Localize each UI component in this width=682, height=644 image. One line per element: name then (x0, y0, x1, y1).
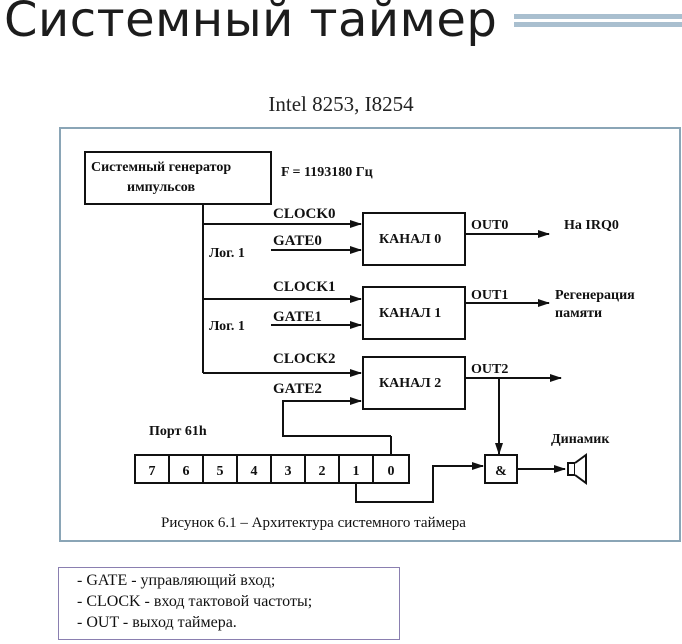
out2-label: OUT2 (471, 362, 508, 377)
memory-label: памяти (555, 306, 602, 321)
channel2-box (362, 356, 466, 410)
out0-label: OUT0 (471, 218, 508, 233)
legend-box: - GATE - управляющий вход; - CLOCK - вхо… (58, 567, 400, 640)
port-label: Порт 61h (149, 424, 207, 439)
decorative-bar (514, 22, 682, 27)
clock0-label: CLOCK0 (273, 206, 336, 222)
bit-1: 1 (353, 464, 360, 479)
page-title: Системный таймер (4, 0, 498, 48)
channel0-label: КАНАЛ 0 (379, 232, 441, 247)
gate0-label: GATE0 (273, 233, 322, 249)
channel1-box (362, 286, 466, 340)
bit1-to-and-line (355, 462, 484, 503)
clock1-label: CLOCK1 (273, 279, 336, 295)
bit-6: 6 (183, 464, 190, 479)
and-symbol: & (495, 464, 507, 479)
gate2-label: GATE2 (273, 381, 322, 397)
regeneration-label: Регенерация (555, 288, 635, 303)
bit-4: 4 (251, 464, 258, 479)
generator-box (84, 151, 272, 205)
subtitle: Intel 8253, I8254 (268, 92, 414, 116)
generator-label-line2: импульсов (127, 180, 195, 195)
bit-7: 7 (149, 464, 156, 479)
irq0-label: На IRQ0 (564, 218, 619, 233)
gate2-line (282, 397, 391, 437)
channel0-box (362, 212, 466, 266)
timer-architecture-diagram: Системный генератор импульсов F = 119318… (59, 127, 681, 542)
clock2-label: CLOCK2 (273, 351, 336, 367)
out1-label: OUT1 (471, 288, 508, 303)
bit-3: 3 (285, 464, 292, 479)
figure-caption: Рисунок 6.1 – Архитектура системного тай… (161, 515, 466, 531)
bit-0: 0 (388, 464, 395, 479)
log1-label-0: Лог. 1 (209, 246, 245, 261)
bit-5: 5 (217, 464, 224, 479)
and-gate-box (484, 454, 518, 484)
decorative-bar (514, 14, 682, 19)
channel1-label: КАНАЛ 1 (379, 306, 441, 321)
frequency-label: F = 1193180 Гц (281, 165, 373, 180)
log1-label-1: Лог. 1 (209, 319, 245, 334)
channel2-label: КАНАЛ 2 (379, 376, 441, 391)
bit-2: 2 (319, 464, 326, 479)
legend-item-gate: - GATE - управляющий вход; (77, 572, 276, 589)
legend-item-out: - OUT - выход таймера. (77, 614, 237, 631)
speaker-icon (567, 453, 587, 485)
gate1-label: GATE1 (273, 309, 322, 325)
legend-item-clock: - CLOCK - вход тактовой частоты; (77, 593, 313, 610)
generator-label-line1: Системный генератор (91, 160, 231, 175)
speaker-label: Динамик (551, 432, 610, 447)
port-register (134, 454, 410, 484)
